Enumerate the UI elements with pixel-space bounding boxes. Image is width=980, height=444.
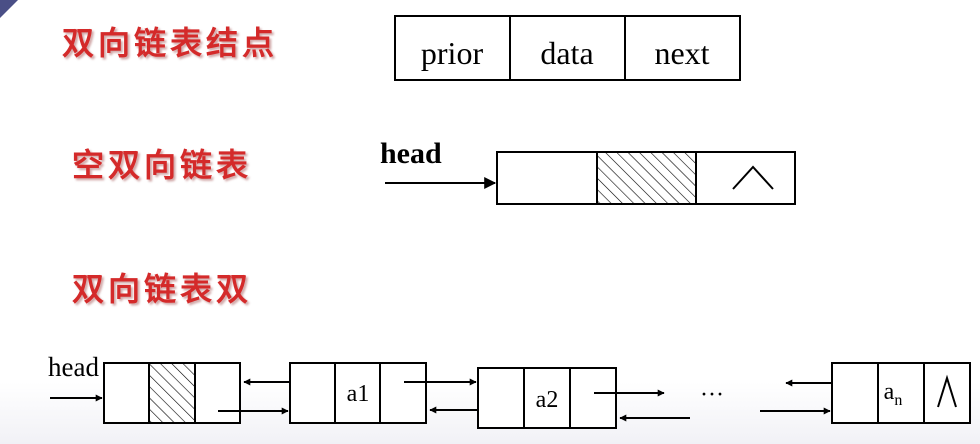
null-symbol-icon (937, 374, 957, 408)
label-a2: a2 (536, 387, 559, 413)
node-a1 (289, 362, 427, 424)
empty-list: head (380, 137, 796, 205)
title-empty-list: 空双向链表 (72, 146, 253, 184)
ellipsis: ··· (700, 382, 724, 408)
head-label-small: head (48, 352, 99, 382)
node-box (394, 15, 741, 81)
hatched-data-field (597, 153, 695, 203)
label-a1: a1 (347, 381, 370, 407)
head-label: head (380, 137, 442, 170)
node-a2 (477, 367, 617, 429)
label-an: an (884, 379, 903, 409)
title-node: 双向链表结点 (62, 24, 279, 62)
field-prior: prior (421, 35, 484, 71)
field-next: next (654, 35, 709, 71)
node-structure: prior data next (394, 15, 741, 81)
doubly-linked-list: head a1 a2 ··· an (48, 352, 971, 429)
null-symbol-icon (732, 165, 774, 190)
slide-corner-decoration (0, 0, 18, 18)
field-data: data (540, 35, 593, 71)
title-doubly-linked-list: 双向链表双 (72, 270, 253, 308)
node-an (831, 362, 971, 424)
hatched-data-field (149, 364, 195, 422)
